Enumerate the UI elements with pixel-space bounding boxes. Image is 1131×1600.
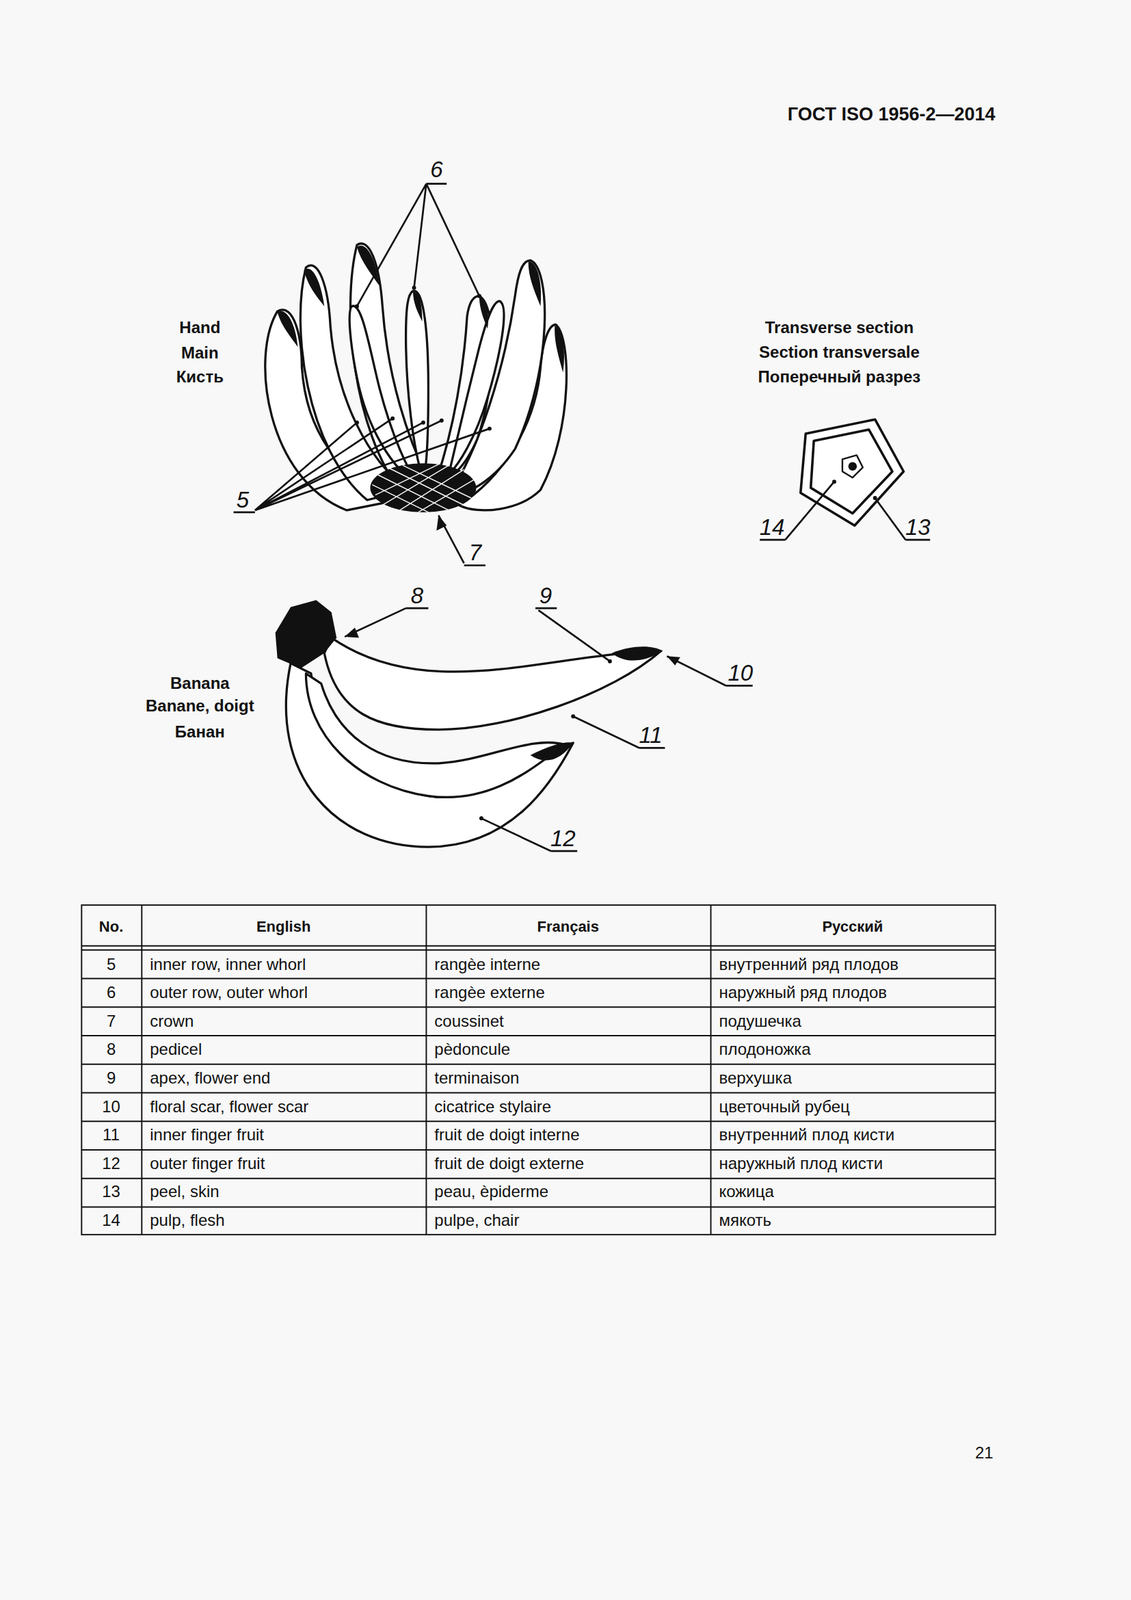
table-cell: плодоножка (718, 1039, 811, 1059)
callout-number: 6 (430, 156, 443, 183)
table-cell: rangèe externe (434, 982, 545, 1002)
figure-label: Transverse section (765, 317, 914, 338)
table-cell: cicatrice stylaire (434, 1096, 552, 1116)
table-cell: outer row, outer whorl (149, 982, 308, 1002)
table-cell: 6 (106, 982, 116, 1002)
table-cell: apex, flower end (149, 1068, 271, 1088)
callout-number: 13 (905, 514, 931, 541)
figure-label: Banane, doigt (145, 696, 255, 716)
table-header: No. (99, 917, 124, 935)
table-cell: 14 (101, 1210, 121, 1230)
table-cell: floral scar, flower scar (149, 1096, 309, 1116)
callout-number: 9 (539, 582, 552, 609)
table-cell: rangèe interne (434, 954, 541, 974)
table-cell: peau, èpiderme (434, 1181, 549, 1201)
figure-label: Hand (179, 317, 221, 338)
table-cell: цветочный рубец (718, 1096, 850, 1116)
table-cell: inner finger fruit (149, 1124, 264, 1144)
figure-label: Поперечный разрез (758, 367, 922, 387)
table-cell: 5 (106, 954, 116, 974)
callout-number: 8 (410, 582, 424, 609)
table-cell: 7 (106, 1011, 116, 1031)
figure-label: Banana (170, 673, 230, 693)
table-cell: подушечка (718, 1011, 802, 1031)
table-cell: наружный плод кисти (718, 1153, 883, 1173)
table-cell: 8 (106, 1039, 116, 1059)
table-cell: 12 (101, 1153, 121, 1173)
table-cell: 13 (101, 1181, 121, 1201)
table-cell: внутренний плод кисти (718, 1124, 895, 1144)
callout-number: 10 (727, 659, 753, 686)
table-cell: мякоть (718, 1210, 772, 1230)
table-cell: 9 (106, 1068, 116, 1088)
table-cell: outer finger fruit (149, 1153, 265, 1173)
table-cell: crown (149, 1011, 194, 1031)
callout-number: 7 (469, 539, 482, 566)
table-cell: pedicel (149, 1039, 202, 1059)
table-cell: coussinet (434, 1011, 504, 1031)
callout-number: 12 (550, 825, 576, 852)
table-header: Français (536, 917, 600, 935)
table-cell: 10 (101, 1096, 121, 1116)
table-cell: pèdoncule (434, 1039, 511, 1059)
table-cell: pulp, flesh (149, 1210, 225, 1230)
table-header: English (256, 917, 311, 935)
figure-label: Кисть (176, 367, 224, 387)
table-cell: fruit de doigt interne (434, 1124, 580, 1144)
document-code: ГОСТ ISO 1956-2—2014 (787, 103, 996, 126)
figure-label: Банан (175, 722, 225, 742)
table-cell: pulpe, chair (434, 1210, 520, 1230)
callout-number: 14 (759, 514, 785, 541)
table-cell: верхушка (718, 1068, 792, 1088)
figure-label: Main (181, 343, 219, 363)
table-cell: fruit de doigt externe (434, 1153, 584, 1173)
table-cell: inner row, inner whorl (149, 954, 306, 974)
table-header: Русский (821, 917, 883, 935)
figure-label: Section transversale (759, 342, 920, 362)
table-cell: terminaison (434, 1068, 520, 1088)
table-cell: 11 (102, 1124, 120, 1144)
callout-number: 11 (638, 722, 662, 749)
table-cell: кожица (718, 1181, 774, 1201)
callout-number: 5 (236, 486, 249, 513)
table-cell: peel, skin (149, 1181, 219, 1201)
table-cell: наружный ряд плодов (718, 982, 887, 1002)
table-cell: внутренний ряд плодов (718, 954, 899, 974)
page-number: 21 (975, 1442, 994, 1462)
